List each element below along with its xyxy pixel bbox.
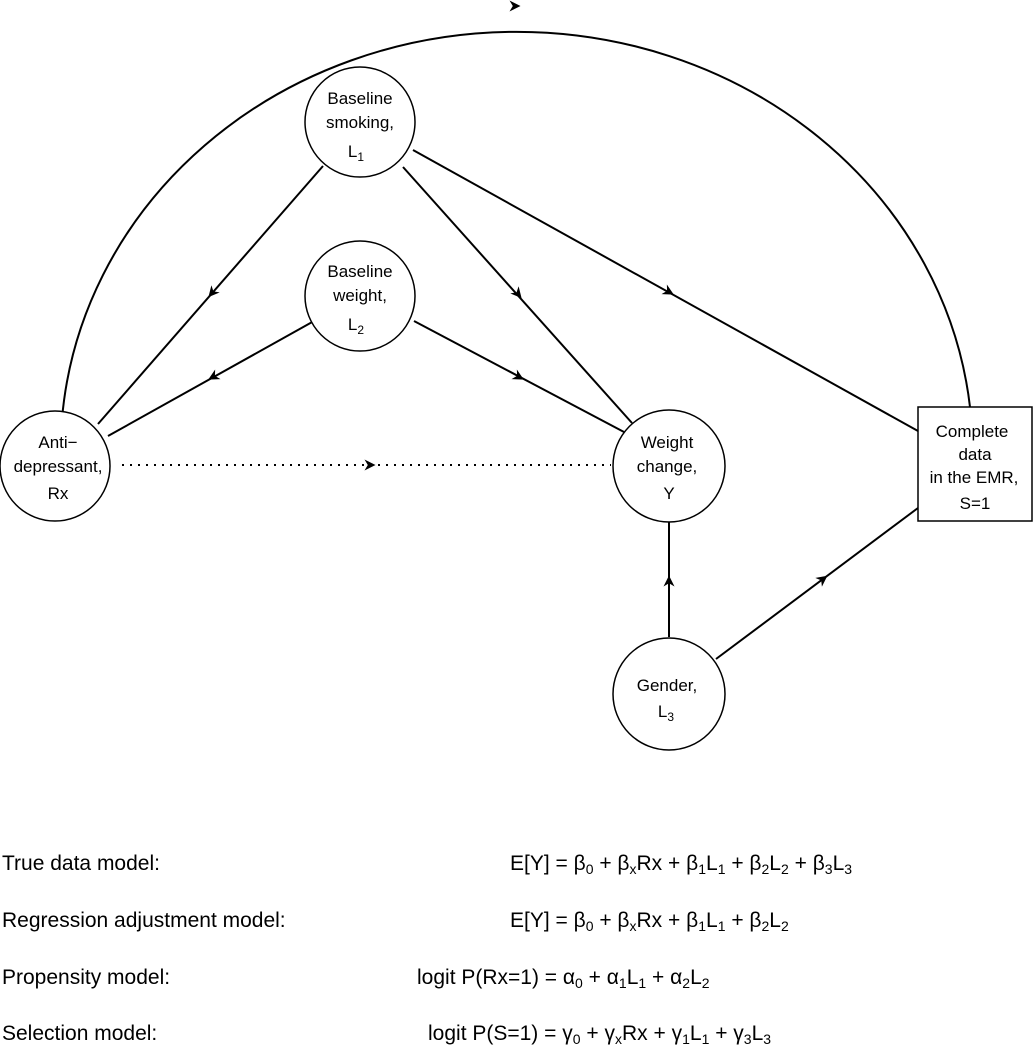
node-weight-var: L2 xyxy=(348,315,364,337)
formula-text: + β xyxy=(593,852,630,875)
formula-text: E[Y] = β xyxy=(510,852,586,875)
edge-smoking-to-rx xyxy=(97,165,324,425)
formula-text: + β xyxy=(593,909,630,932)
formula-subscript: 3 xyxy=(743,1031,752,1047)
node-smoking-line2: smoking, xyxy=(326,113,394,132)
formula-subscript: 2 xyxy=(701,975,710,991)
formula-text: + β xyxy=(788,852,825,875)
formula-subscript: x xyxy=(614,1031,622,1047)
formula-subscript: 2 xyxy=(682,975,691,991)
formula-text: L xyxy=(690,966,702,989)
model-label: Selection model: xyxy=(2,1022,158,1045)
node-selection-line4: S=1 xyxy=(960,494,991,513)
formula-subscript: 1 xyxy=(618,975,627,991)
model-row-true-data: True data model: E[Y] = β0 + βxRx + β1L1… xyxy=(0,852,1033,882)
formula-text: + β xyxy=(725,909,762,932)
node-antidep-line3: Rx xyxy=(48,484,69,503)
formula-text: L xyxy=(832,852,845,875)
node-outcome-line2: change, xyxy=(637,457,698,476)
node-baseline-weight: Baseline weight, L2 xyxy=(304,240,416,352)
formula-subscript: 3 xyxy=(763,1031,772,1047)
formula-subscript: 1 xyxy=(682,1031,690,1047)
node-selection-line2: data xyxy=(958,445,992,464)
node-selection-line1: Complete xyxy=(936,422,1009,441)
formula-subscript: 1 xyxy=(698,861,706,877)
formula-subscript: 0 xyxy=(585,918,594,934)
model-row-selection: Selection model: logit P(S=1) = γ0 + γxR… xyxy=(0,1022,1033,1052)
formula-text: + α xyxy=(582,966,619,989)
formula-text: logit P(S=1) = γ xyxy=(428,1022,573,1045)
formula-text: L xyxy=(706,852,718,875)
formula-subscript: 0 xyxy=(575,975,583,991)
node-baseline-smoking: Baseline smoking, L1 xyxy=(304,66,416,178)
formula-subscript: 3 xyxy=(824,861,833,877)
edge-weight-to-outcome xyxy=(413,320,625,433)
causal-diagram: Baseline smoking, L1 Baseline weight, L2… xyxy=(0,0,1033,751)
formula-subscript: x xyxy=(629,918,637,934)
formula-text: L xyxy=(689,1022,702,1045)
edge-smoking-to-outcome xyxy=(402,166,633,424)
formula-text: E[Y] = β xyxy=(510,909,586,932)
formula-text: + γ xyxy=(709,1022,744,1045)
node-gender-line1: Gender, xyxy=(637,676,698,695)
node-complete-data: Complete data in the EMR, S=1 xyxy=(917,406,1033,522)
model-label: Regression adjustment model: xyxy=(2,909,286,932)
formula-text: L xyxy=(706,909,718,932)
node-weight-change: Weight change, Y xyxy=(612,409,726,523)
node-weight-line2: weight, xyxy=(332,286,387,305)
formula-text: logit P(Rx=1) = α xyxy=(417,966,576,989)
formula-subscript: x xyxy=(629,861,637,877)
node-antidep-line2: depressant, xyxy=(14,457,103,476)
model-formula: logit P(S=1) = γ0 + γxRx + γ1L1 + γ3L3 xyxy=(428,1022,771,1046)
formula-subscript: 0 xyxy=(572,1031,581,1047)
node-antidepressant: Anti− depressant, Rx xyxy=(0,410,111,522)
formula-text: Rx + γ xyxy=(621,1022,683,1045)
formula-subscript: 2 xyxy=(780,918,789,934)
node-outcome-line3: Y xyxy=(663,484,674,503)
formula-subscript: 1 xyxy=(717,918,726,934)
node-gender: Gender, L3 xyxy=(612,637,726,751)
model-label: True data model: xyxy=(2,852,160,875)
formula-text: + β xyxy=(725,852,762,875)
model-formula: E[Y] = β0 + βxRx + β1L1 + β2L2 xyxy=(510,909,789,933)
formula-text: L xyxy=(751,1022,764,1045)
formula-subscript: 2 xyxy=(780,861,789,877)
formula-subscript: 2 xyxy=(761,918,770,934)
formula-text: L xyxy=(626,966,639,989)
formula-text: L xyxy=(769,852,781,875)
edge-smoking-to-selection xyxy=(412,149,919,432)
formula-subscript: 1 xyxy=(638,975,647,991)
formula-text: + γ xyxy=(580,1022,615,1045)
node-gender-var: L3 xyxy=(658,702,674,724)
node-weight-line1: Baseline xyxy=(327,262,392,281)
model-row-propensity: Propensity model: logit P(Rx=1) = α0 + α… xyxy=(0,966,1033,996)
edge-gender-to-selection xyxy=(715,507,919,660)
model-formula: E[Y] = β0 + βxRx + β1L1 + β2L2 + β3L3 xyxy=(510,852,852,876)
node-selection-line3: in the EMR, xyxy=(930,468,1019,487)
formula-subscript: 1 xyxy=(698,918,706,934)
formula-subscript: 3 xyxy=(844,861,853,877)
formula-subscript: 1 xyxy=(701,1031,710,1047)
formula-subscript: 0 xyxy=(585,861,594,877)
node-antidep-line1: Anti− xyxy=(38,433,77,452)
formula-subscript: 1 xyxy=(717,861,726,877)
node-smoking-var: L1 xyxy=(348,142,364,164)
formula-text: + α xyxy=(646,966,683,989)
edges xyxy=(61,30,971,660)
model-formula: logit P(Rx=1) = α0 + α1L1 + α2L2 xyxy=(417,966,710,990)
arrowheads xyxy=(208,0,828,587)
formula-text: Rx + β xyxy=(636,852,699,875)
formula-text: Rx + β xyxy=(636,909,699,932)
model-label: Propensity model: xyxy=(2,966,171,989)
node-smoking-line1: Baseline xyxy=(327,89,392,108)
formula-text: L xyxy=(769,909,781,932)
formula-subscript: 2 xyxy=(761,861,770,877)
node-outcome-line1: Weight xyxy=(641,433,694,452)
model-row-regression-adjustment: Regression adjustment model: E[Y] = β0 +… xyxy=(0,909,1033,939)
edge-rx-to-selection xyxy=(61,30,971,420)
